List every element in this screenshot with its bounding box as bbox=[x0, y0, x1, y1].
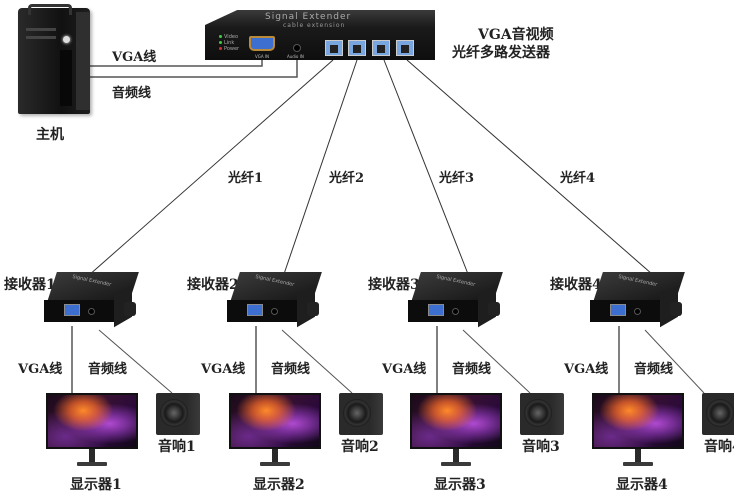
receiver-label-4: 接收器4 bbox=[550, 277, 602, 293]
fiber-port-3 bbox=[372, 40, 390, 56]
monitor-stand bbox=[272, 449, 278, 463]
fiber-line-2 bbox=[283, 59, 358, 275]
receiver-audio-cable-label-4: 音频线 bbox=[634, 362, 674, 377]
receiver-audio-port bbox=[88, 308, 95, 315]
monitor-label-3: 显示器3 bbox=[434, 477, 486, 493]
monitor-stand bbox=[453, 449, 459, 463]
receiver-device-4: Signal Extender bbox=[590, 272, 685, 328]
receiver-vga-port bbox=[610, 304, 626, 316]
fiber-line-1 bbox=[87, 59, 334, 277]
transmitter-label-line1: VGA音视频 bbox=[478, 27, 554, 43]
monitor-base bbox=[260, 462, 290, 466]
receiver-device-1: Signal Extender bbox=[44, 272, 139, 328]
speaker-4 bbox=[702, 393, 734, 435]
host-vga-cable bbox=[90, 58, 263, 67]
fiber-label-4: 光纤4 bbox=[560, 171, 596, 186]
vga-in-label: VGA IN bbox=[255, 54, 270, 59]
monitor-screen bbox=[48, 395, 136, 447]
fiber-label-1: 光纤1 bbox=[228, 171, 264, 186]
audio-in-label: Audio IN bbox=[287, 54, 304, 59]
transmitter-device-title: Signal Extender bbox=[265, 12, 352, 22]
monitor-label-4: 显示器4 bbox=[616, 477, 668, 493]
monitor-4 bbox=[592, 393, 684, 449]
speaker-cone-icon bbox=[160, 399, 188, 427]
monitor-screen bbox=[412, 395, 500, 447]
receiver-audio-cable-label-1: 音频线 bbox=[88, 362, 128, 377]
receiver-label-1: 接收器1 bbox=[4, 277, 56, 293]
host-audio-cable bbox=[90, 60, 298, 78]
fiber-port-4 bbox=[396, 40, 414, 56]
host-vga-cable-label: VGA线 bbox=[112, 50, 157, 65]
monitor-stand bbox=[89, 449, 95, 463]
led-link: Link bbox=[219, 40, 234, 46]
receiver-device-2: Signal Extender bbox=[227, 272, 322, 328]
monitor-1 bbox=[46, 393, 138, 449]
speaker-label-3: 音响3 bbox=[522, 439, 560, 455]
vga-in-port bbox=[249, 36, 275, 51]
speaker-2 bbox=[339, 393, 383, 435]
receiver-audio-port bbox=[452, 308, 459, 315]
speaker-label-4: 音响4 bbox=[704, 439, 734, 455]
receiver-vga-cable-label-1: VGA线 bbox=[18, 362, 63, 377]
transmitter-device: Signal Extender cable extension Video Li… bbox=[205, 10, 435, 60]
fiber-line-3 bbox=[383, 59, 469, 275]
monitor-2 bbox=[229, 393, 321, 449]
receiver-vga-port bbox=[247, 304, 263, 316]
receiver-vga-cable-label-4: VGA线 bbox=[564, 362, 609, 377]
receiver-audio-cable-label-3: 音频线 bbox=[452, 362, 492, 377]
fiber-label-2: 光纤2 bbox=[329, 171, 365, 186]
receiver-vga-cable-label-2: VGA线 bbox=[201, 362, 246, 377]
transmitter-device-subtitle: cable extension bbox=[283, 22, 346, 29]
speaker-label-1: 音响1 bbox=[158, 439, 196, 455]
monitor-screen bbox=[231, 395, 319, 447]
fiber-port-1 bbox=[325, 40, 343, 56]
monitor-screen bbox=[594, 395, 682, 447]
host-computer bbox=[18, 4, 90, 114]
speaker-label-2: 音响2 bbox=[341, 439, 379, 455]
speaker-cone-icon bbox=[343, 399, 371, 427]
host-audio-cable-label: 音频线 bbox=[112, 86, 152, 101]
fiber-line-4 bbox=[406, 59, 653, 275]
receiver-label-3: 接收器3 bbox=[368, 277, 420, 293]
led-power: Power bbox=[219, 46, 239, 52]
receiver-audio-cable-label-2: 音频线 bbox=[271, 362, 311, 377]
receiver-audio-port bbox=[271, 308, 278, 315]
power-button-icon bbox=[63, 36, 70, 43]
host-label: 主机 bbox=[36, 127, 64, 143]
speaker-cone-icon bbox=[706, 399, 734, 427]
led-video: Video bbox=[219, 34, 238, 40]
receiver-device-3: Signal Extender bbox=[408, 272, 503, 328]
fiber-port-2 bbox=[348, 40, 366, 56]
speaker-1 bbox=[156, 393, 200, 435]
monitor-3 bbox=[410, 393, 502, 449]
speaker-cone-icon bbox=[524, 399, 552, 427]
fiber-label-3: 光纤3 bbox=[439, 171, 475, 186]
speaker-3 bbox=[520, 393, 564, 435]
receiver-audio-port bbox=[634, 308, 641, 315]
monitor-base bbox=[441, 462, 471, 466]
receiver-vga-port bbox=[64, 304, 80, 316]
transmitter-label-line2: 光纤多路发送器 bbox=[452, 45, 550, 61]
audio-in-port bbox=[293, 44, 301, 52]
monitor-label-1: 显示器1 bbox=[70, 477, 122, 493]
monitor-stand bbox=[635, 449, 641, 463]
monitor-base bbox=[623, 462, 653, 466]
receiver-vga-cable-label-3: VGA线 bbox=[382, 362, 427, 377]
receiver-vga-port bbox=[428, 304, 444, 316]
receiver-cables bbox=[71, 326, 705, 394]
receiver-label-2: 接收器2 bbox=[187, 277, 239, 293]
monitor-label-2: 显示器2 bbox=[253, 477, 305, 493]
monitor-base bbox=[77, 462, 107, 466]
